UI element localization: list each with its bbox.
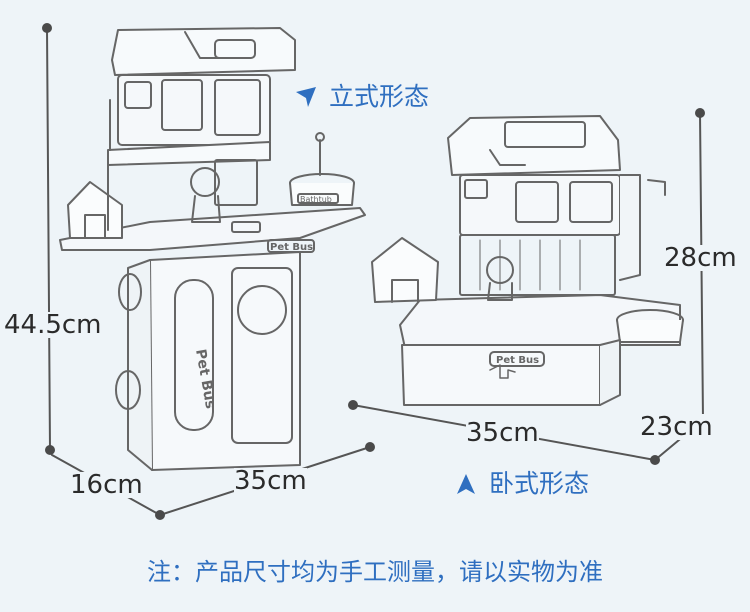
lying-mode-label: 卧式形态	[455, 471, 589, 496]
upright-height-label: 44.5cm	[4, 310, 102, 340]
lying-mode-text: 卧式形态	[489, 469, 590, 498]
upright-toy-sketch	[59, 27, 366, 471]
upright-height-line	[46, 27, 51, 451]
lying-bus-label: Pet Bus	[496, 355, 539, 366]
bath-sign-label: Bathtub	[300, 195, 332, 204]
upright-width-label: 35cm	[234, 466, 307, 496]
lying-toy-sketch	[371, 115, 684, 406]
measurement-note: 注：产品尺寸均为手工测量，请以实物为准	[147, 558, 603, 586]
upright-depth-label: 16cm	[70, 470, 143, 500]
upright-mode-label: 立式形态	[295, 84, 429, 109]
lying-height-label: 28cm	[664, 243, 737, 273]
upright-mode-text: 立式形态	[329, 82, 430, 111]
upright-bus-label: Pet Bus	[270, 242, 313, 253]
dimension-dots	[42, 23, 708, 520]
lying-width-label: 35cm	[466, 418, 539, 448]
pointer-arrow-icon	[296, 86, 316, 107]
up-arrow-icon	[457, 473, 475, 494]
lying-depth-label: 23cm	[640, 412, 713, 442]
